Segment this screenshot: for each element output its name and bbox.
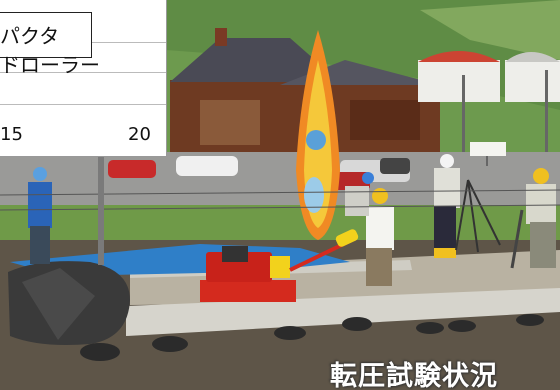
surfboard-sign (296, 30, 340, 240)
photo-caption: 転圧試験状況 (330, 361, 498, 390)
sandbags (80, 314, 544, 361)
x-tick-20: 20 (128, 124, 151, 145)
x-tick-15: 15 (0, 124, 23, 145)
chart-inset: パクタ ドローラー 15 20 (0, 0, 167, 157)
legend-box (0, 12, 92, 58)
legend-label-line1: パクタ (0, 24, 60, 48)
parking-lot (0, 152, 560, 212)
worker-operator (366, 188, 394, 286)
black-bag-stack (8, 261, 130, 345)
white-van (176, 156, 238, 176)
worker-left (28, 167, 52, 264)
concrete-curb (126, 288, 560, 336)
worker-surveyor (434, 154, 460, 258)
brown-building (170, 28, 440, 155)
white-barns (418, 51, 560, 102)
worker-center (345, 172, 374, 216)
plate-compactor (200, 229, 359, 302)
red-car (108, 160, 156, 178)
legend-label-line2: ドローラー (0, 53, 100, 77)
utility-pole (98, 155, 104, 265)
